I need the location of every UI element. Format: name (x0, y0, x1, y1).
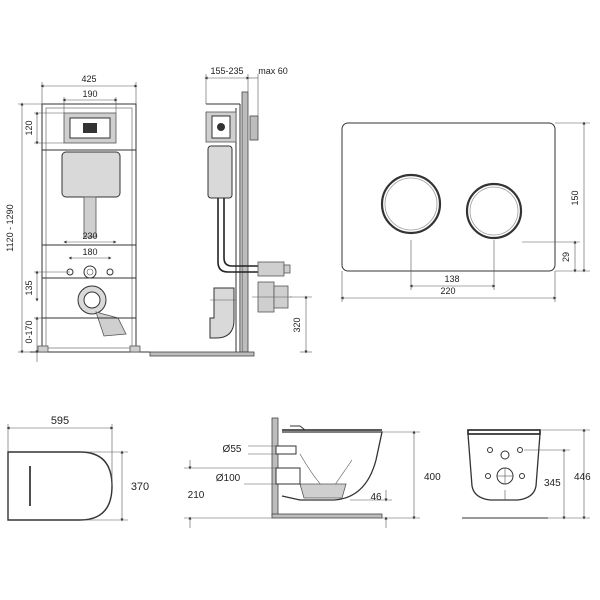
plate-width-label: 190 (82, 89, 97, 99)
side-drain-bend (209, 287, 235, 339)
frame-width-label: 425 (81, 74, 96, 84)
frame-height-label: 1120 - 1290 (5, 204, 15, 251)
flush-pipe (83, 196, 97, 238)
flush-plate (341, 122, 556, 272)
bolt-spacing-label: 230 (82, 231, 97, 241)
button-offset-label: 29 (561, 252, 571, 262)
plate-width-label: 220 (440, 286, 455, 296)
wall-max-label: max 60 (258, 66, 288, 76)
side-flush-pipe (217, 198, 258, 273)
bowl-height-label: 400 (424, 472, 441, 483)
bowl-outlet (275, 467, 301, 485)
actuator-icon (83, 123, 97, 133)
wall (241, 91, 249, 353)
bowl-side-view: Ø55 Ø100 210 400 46 (184, 417, 441, 528)
inlet-icon (83, 265, 97, 279)
side-pipe-height-label: 320 (292, 317, 302, 332)
outlet-diameter-label: Ø100 (216, 473, 241, 484)
bowl-side-wall (271, 417, 279, 517)
floor (149, 351, 255, 357)
outlet-height-label: 210 (188, 490, 205, 501)
fixing-hole-icon (487, 447, 493, 453)
flush-plate-view: 150 29 138 220 (340, 121, 590, 302)
bowl-width-label: 370 (131, 481, 149, 493)
rear-fixing-height-label: 345 (544, 478, 561, 489)
cistern (61, 151, 121, 198)
bowl-side-body (281, 431, 383, 501)
inlet-icon (500, 450, 510, 460)
bolt-icon (106, 268, 114, 276)
inlet-spacing-label: 180 (82, 247, 97, 257)
plate-offset-label: 120 (24, 120, 34, 135)
button-spacing-label: 138 (444, 274, 459, 284)
bowl-top-outline (7, 451, 113, 521)
side-depth-label: 155-235 (210, 66, 243, 76)
bowl-top-view: 595 370 (6, 415, 149, 522)
rear-total-height-label: 446 (574, 472, 591, 483)
small-flush-button (465, 182, 523, 240)
bowl-inlet (275, 445, 297, 455)
plate-height-label: 150 (570, 190, 580, 205)
rim-offset-label: 46 (370, 492, 382, 503)
bowl-side-floor (271, 513, 383, 519)
frame-side-view: 155-235 max 60 320 (149, 66, 312, 357)
inlet-diameter-label: Ø55 (223, 444, 242, 455)
inlet-connector (257, 261, 285, 277)
outlet-height-label: 135 (24, 280, 34, 295)
frame-front-view: 425 190 1120 - 1290 120 230 180 1 (5, 74, 150, 362)
floor-adjust-label: 0-170 (24, 320, 34, 343)
side-cistern (207, 145, 233, 199)
bowl-length-label: 595 (51, 415, 69, 427)
bowl-rear-view: 446 345 (462, 428, 591, 520)
bowl-rear-body (467, 433, 541, 501)
fixing-hole-icon (517, 447, 523, 453)
large-flush-button (380, 173, 442, 235)
